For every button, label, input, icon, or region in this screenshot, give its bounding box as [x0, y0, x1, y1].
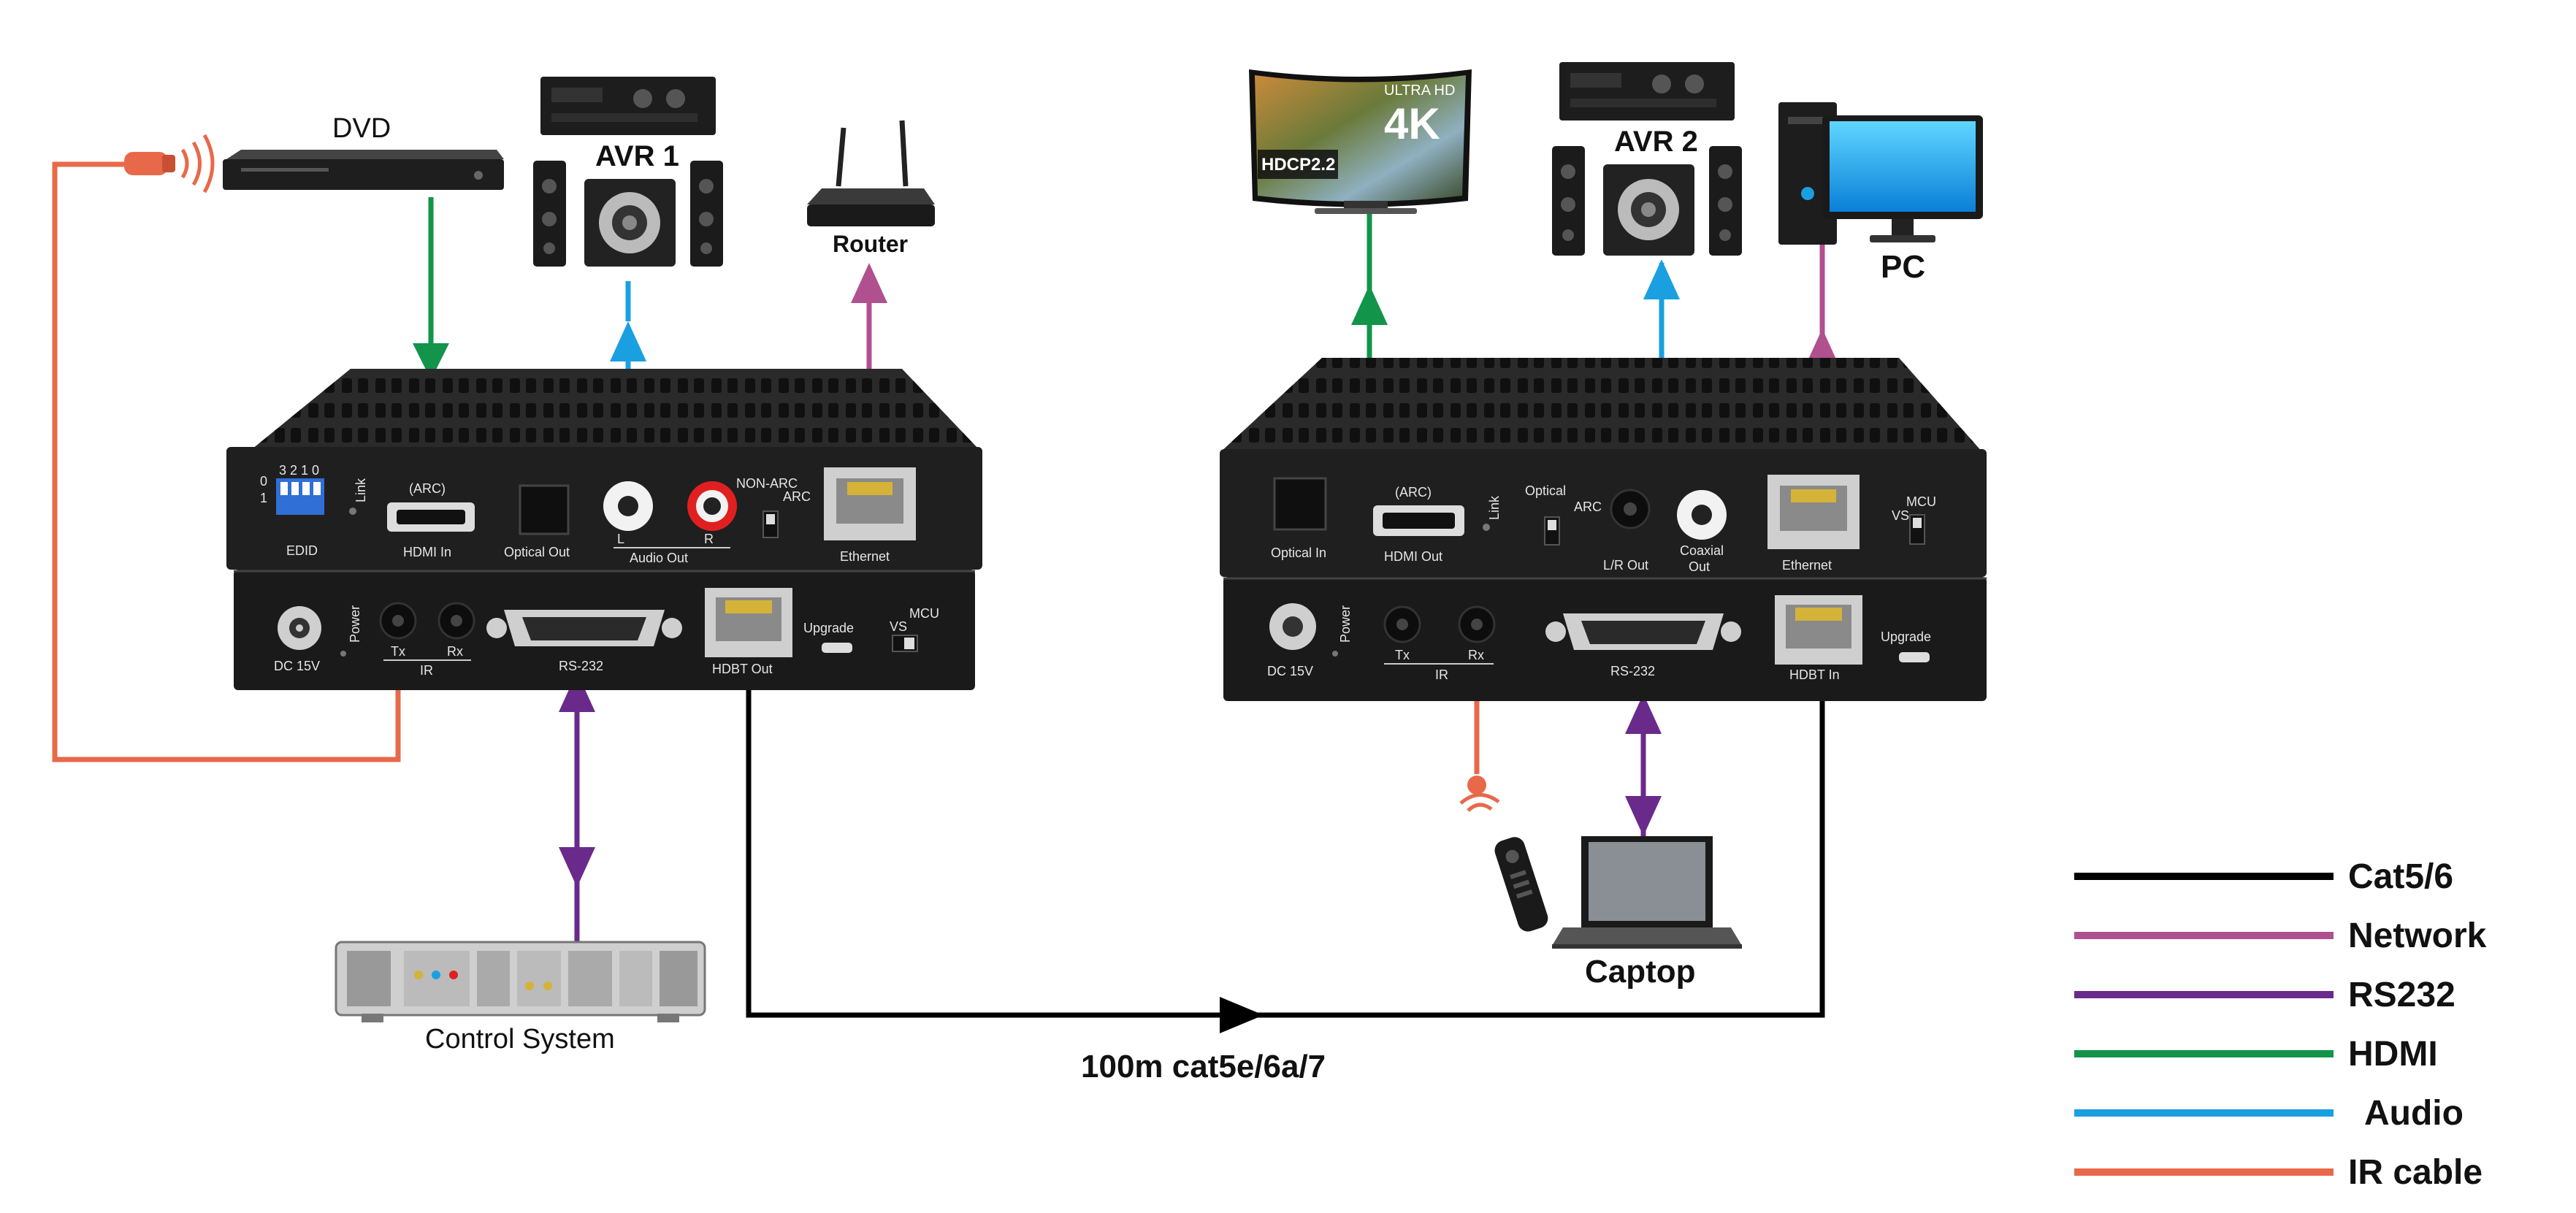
transmitter-unit: 3 2 1 0 0 1 EDID Link (ARC) HDMI In Opti…	[226, 369, 982, 690]
transmitter-ethernet-label: Ethernet	[840, 549, 890, 564]
captop-laptop: Captop	[1552, 836, 1742, 990]
upgrade-label: Upgrade	[803, 621, 854, 635]
optical-out-port[interactable]	[519, 484, 570, 535]
rx-link-label: Link	[1487, 495, 1502, 520]
rx-upgrade-port[interactable]	[1899, 652, 1930, 662]
coaxial-out-label: Out	[1689, 559, 1710, 574]
mcu-label: MCU	[909, 606, 939, 621]
rs232-label: RS-232	[559, 659, 603, 673]
avr1-receiver	[540, 77, 716, 135]
receiver-ethernet-label: Ethernet	[1782, 558, 1832, 573]
lr-out-label: L/R Out	[1603, 558, 1648, 573]
vs-label: VS	[890, 619, 907, 634]
audio-r-label: R	[704, 532, 714, 546]
avr2-system: AVR 2	[1552, 62, 1742, 256]
legend-label: RS232	[2348, 976, 2455, 1014]
ir-cable-transmitter	[52, 161, 401, 762]
optical-in-label: Optical In	[1271, 546, 1326, 560]
upgrade-port[interactable]	[822, 643, 852, 653]
legend-label: Network	[2348, 917, 2487, 955]
power-label: Power	[348, 605, 362, 643]
legend-entry: Cat5/6	[2074, 857, 2453, 896]
ir-sensor-end	[1467, 776, 1486, 795]
dc-label: DC 15V	[274, 659, 320, 673]
hdmi-in-label: HDMI In	[403, 545, 451, 559]
remote-control	[1494, 837, 1548, 932]
hdmi-arrow-down	[413, 343, 449, 380]
pc-label: PC	[1881, 249, 1925, 285]
cable-length-label: 100m cat5e/6a/7	[1081, 1049, 1326, 1084]
legend-entry: HDMI	[2074, 1035, 2438, 1074]
ir-emitter	[124, 134, 215, 194]
control-system: Control System	[335, 941, 706, 1055]
hdbt-out-label: HDBT Out	[712, 662, 773, 676]
rx-dc-label: DC 15V	[1267, 664, 1313, 678]
edid-nums: 3 2 1 0	[279, 463, 319, 478]
legend-label: Cat5/6	[2348, 857, 2453, 896]
avr2-receiver	[1559, 62, 1735, 120]
cat-arrow-right	[1220, 997, 1264, 1033]
tv-4k: 4K ULTRA HD HDCP2.2	[1249, 69, 1472, 214]
rx-mcu-label: MCU	[1906, 494, 1936, 509]
rx-vs-label: VS	[1892, 508, 1909, 523]
link-led	[349, 508, 356, 515]
cat-cable-hdbt	[746, 683, 1825, 1018]
rx-arc-label: (ARC)	[1395, 485, 1432, 500]
audio-l-label: L	[617, 532, 624, 546]
edid-1: 1	[260, 491, 267, 505]
control-system-label: Control System	[425, 1024, 615, 1055]
rx-ir-rx-label: Rx	[1468, 648, 1484, 662]
audio-arrow-up-avr1	[610, 321, 646, 361]
rx-rs232-label: RS-232	[1610, 664, 1655, 678]
legend-entry: RS232	[2074, 976, 2455, 1014]
rx-ir-label: IR	[1435, 667, 1448, 682]
rx-ir-tx-label: Tx	[1395, 648, 1410, 662]
legend-entry: IR cable	[2074, 1153, 2483, 1192]
ir-tx-label: Tx	[391, 644, 405, 659]
arc-switch-label: ARC	[783, 489, 811, 504]
edid-0: 0	[260, 474, 267, 489]
tv-uhd-badge: ULTRA HD	[1384, 83, 1455, 99]
link-label: Link	[353, 478, 368, 502]
dvd-player: DVD	[223, 113, 504, 190]
legend-label: Audio	[2364, 1094, 2464, 1133]
ir-rx-label: Rx	[447, 644, 463, 659]
hdbt-in-label: HDBT In	[1789, 667, 1840, 682]
tv-hdcp-badge: HDCP2.2	[1261, 155, 1335, 175]
captop-label: Captop	[1585, 954, 1696, 990]
non-arc-label: NON-ARC	[736, 476, 798, 491]
avr1-label: AVR 1	[595, 140, 679, 172]
optical-switch-label: Optical	[1525, 483, 1566, 498]
avr2-label: AVR 2	[1614, 126, 1698, 158]
optical-out-label: Optical Out	[504, 545, 570, 559]
audio-out-label: Audio Out	[630, 551, 688, 565]
rx-arc-switch-label: ARC	[1574, 500, 1602, 514]
remote-signal-icon	[1459, 793, 1500, 812]
arc-label: (ARC)	[409, 481, 446, 496]
dvd-label: DVD	[332, 113, 391, 144]
tv-4k-badge: 4K	[1384, 99, 1440, 148]
ir-label: IR	[420, 663, 433, 678]
coaxial-label: Coaxial	[1680, 543, 1724, 558]
pc: PC	[1778, 102, 1983, 285]
legend-label: IR cable	[2348, 1153, 2483, 1192]
optical-in-port[interactable]	[1273, 477, 1327, 531]
rx-upgrade-label: Upgrade	[1881, 630, 1931, 644]
hdmi-out-label: HDMI Out	[1384, 549, 1442, 564]
legend-entry: Network	[2074, 917, 2487, 955]
rx-power-label: Power	[1338, 605, 1353, 643]
legend-entry: Audio	[2074, 1094, 2464, 1133]
avr1-system: AVR 1	[533, 77, 723, 267]
edid-label: EDID	[286, 543, 318, 558]
router: Router	[807, 120, 935, 257]
receiver-unit: Optical In (ARC) HDMI Out Link Optical A…	[1220, 358, 1987, 701]
legend-label: HDMI	[2348, 1035, 2438, 1074]
router-label: Router	[833, 231, 908, 257]
